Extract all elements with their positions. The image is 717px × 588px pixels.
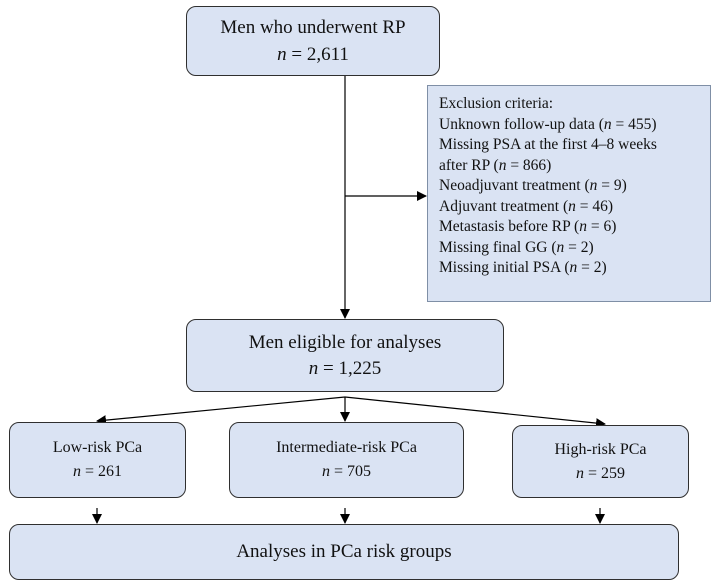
arrow-eligible-to-high xyxy=(344,396,606,429)
low-risk-count: n = 261 xyxy=(72,463,123,480)
eligible-count: n = 1,225 xyxy=(308,357,382,379)
high-risk-count: n = 259 xyxy=(575,464,626,482)
exclusion-item: Unknown follow-up data (n = 455) xyxy=(439,115,657,133)
arrow-eligible-to-low xyxy=(96,396,346,426)
eligible-box: Men eligible for analyses n = 1,225 xyxy=(186,319,504,392)
low-risk-box: Low-risk PCa n = 261 xyxy=(9,422,186,498)
exclusion-item: after RP (n = 866) xyxy=(439,156,552,174)
intermediate-risk-count: n = 705 xyxy=(321,463,372,480)
exclusion-criteria-box: Exclusion criteria: Unknown follow-up da… xyxy=(427,85,711,302)
analyses-title: Analyses in PCa risk groups xyxy=(236,541,452,562)
exclusion-item: Missing PSA at the first 4–8 weeks xyxy=(439,136,657,153)
high-risk-title: High-risk PCa xyxy=(554,440,647,458)
low-risk-title: Low-risk PCa xyxy=(52,439,143,456)
exclusion-heading: Exclusion criteria: xyxy=(439,95,554,112)
intermediate-risk-box: Intermediate-risk PCa n = 705 xyxy=(229,422,464,498)
exclusion-item: Missing initial PSA (n = 2) xyxy=(439,259,607,276)
exclusion-item: Missing final GG (n = 2) xyxy=(439,238,594,256)
exclusion-item: Metastasis before RP (n = 6) xyxy=(439,218,617,235)
analyses-box: Analyses in PCa risk groups xyxy=(9,524,679,580)
start-count: n = 2,611 xyxy=(277,44,349,65)
high-risk-box: High-risk PCa n = 259 xyxy=(512,425,689,498)
eligible-title: Men eligible for analyses xyxy=(248,331,442,353)
intermediate-risk-title: Intermediate-risk PCa xyxy=(276,439,417,456)
start-title: Men who underwent RP xyxy=(220,17,406,38)
exclusion-item: Adjuvant treatment (n = 46) xyxy=(439,197,614,215)
exclusion-item: Neoadjuvant treatment (n = 9) xyxy=(439,177,627,194)
start-box: Men who underwent RP n = 2,611 xyxy=(186,6,440,76)
